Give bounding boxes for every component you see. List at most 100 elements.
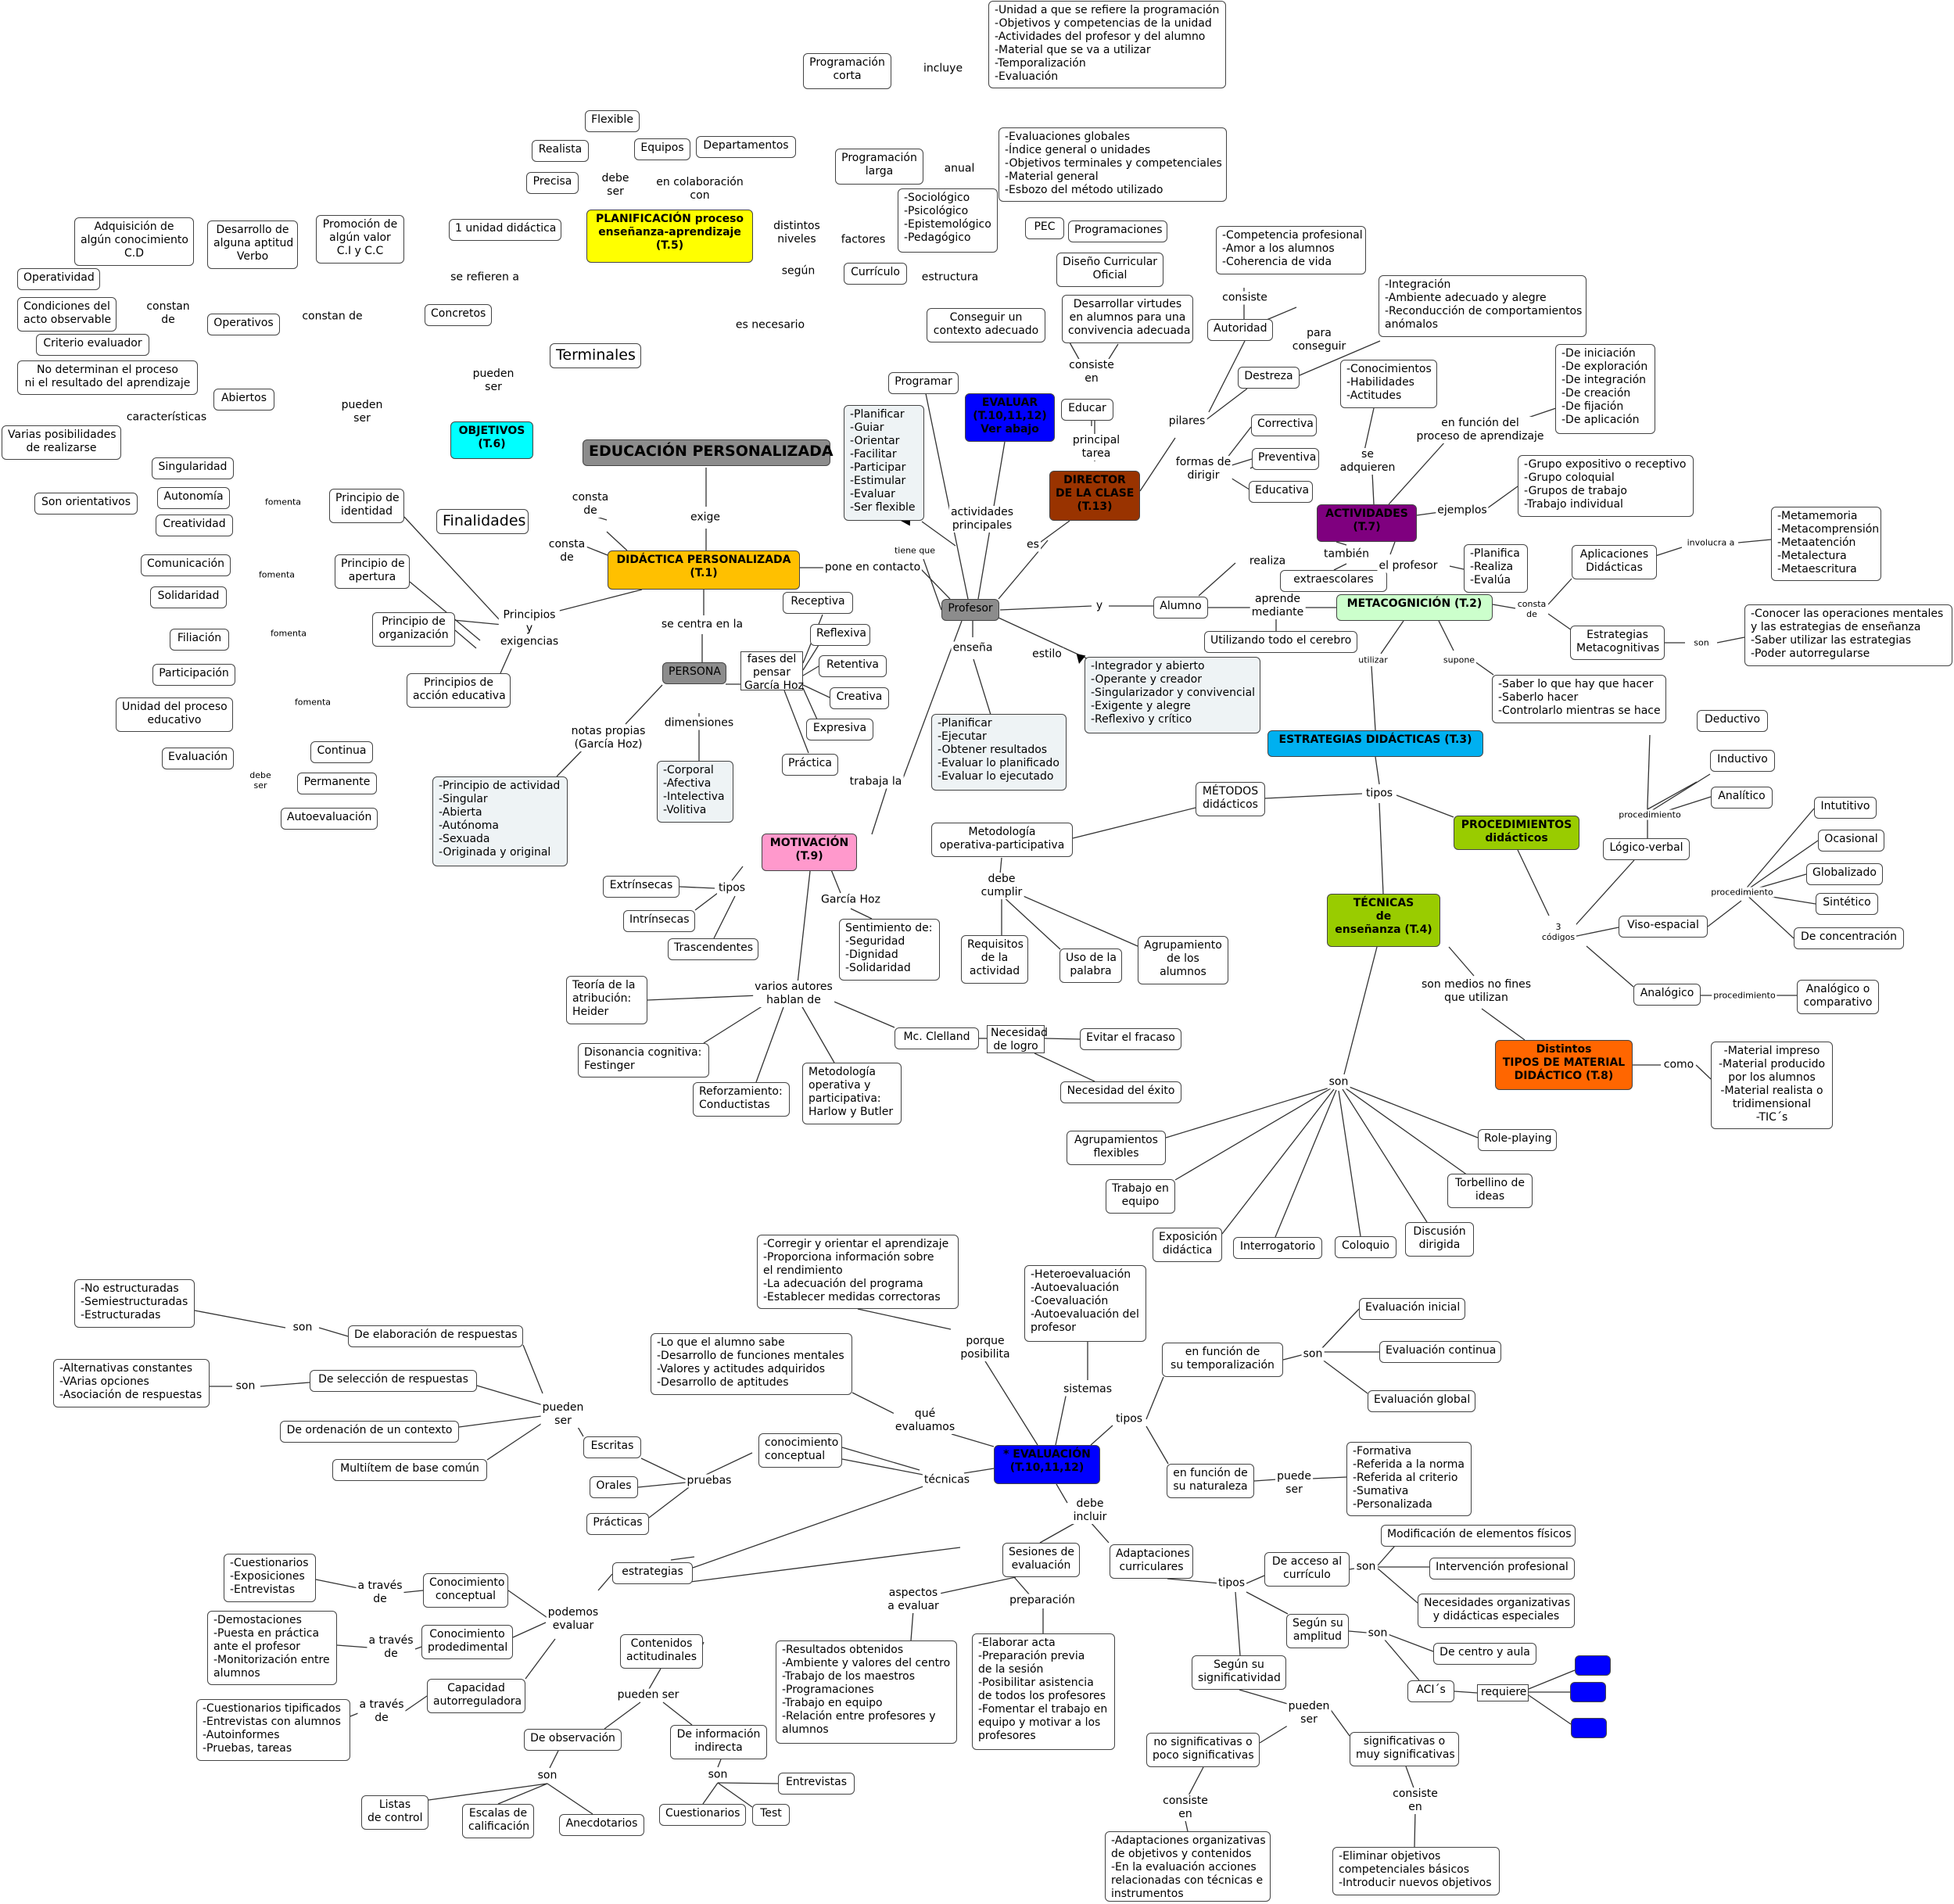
educar-node[interactable]: Educar [1061, 399, 1113, 421]
uso-palabra-node[interactable]: Uso de la palabra [1059, 948, 1122, 983]
eliminar-objetivos-list[interactable]: -Eliminar objetivos competenciales básic… [1332, 1847, 1500, 1895]
terminales-node[interactable]: Terminales [550, 343, 641, 368]
cuestionarios-tipificados-list[interactable]: -Cuestionarios tipificados -Entrevistas … [196, 1699, 350, 1761]
procedimientos-didacticos-node[interactable]: PROCEDIMIENTOS didácticos [1454, 816, 1579, 850]
singularidad-node[interactable]: Singularidad [152, 457, 234, 479]
mcclelland-node[interactable]: Mc. Clelland [895, 1027, 979, 1049]
saberlo-list[interactable]: -Saber lo que hay que hacer -Saberlo hac… [1492, 675, 1666, 723]
creativa-node[interactable]: Creativa [830, 687, 889, 709]
filiacion-node[interactable]: Filiación [170, 629, 229, 651]
expresiva-node[interactable]: Expresiva [806, 719, 873, 740]
educacion-personalizada-node[interactable]: EDUCACIÓN PERSONALIZADA [583, 439, 834, 466]
desarrollar-virtudes-node[interactable]: Desarrollar virtudes en alumnos para una… [1062, 295, 1193, 343]
estilo-list[interactable]: -Integrador y abierto -Operante y creado… [1085, 657, 1260, 733]
practica-node[interactable]: Práctica [782, 754, 838, 776]
elaborar-acta-list[interactable]: -Elaborar acta -Preparación previa de la… [972, 1633, 1115, 1750]
teoria-atribucion-node[interactable]: Teoría de la atribución: Heider [566, 976, 647, 1024]
logico-verbal-node[interactable]: Lógico-verbal [1603, 838, 1690, 860]
trascendentes-node[interactable]: Trascendentes [668, 938, 758, 960]
analogico-node[interactable]: Analógico [1633, 984, 1701, 1006]
fases-pensar-node[interactable]: fases del pensar García Hoz [740, 651, 804, 692]
evaluar-node[interactable]: EVALUAR (T.10,11,12) Ver abajo [965, 393, 1055, 442]
condiciones-node[interactable]: Condiciones del acto observable [17, 297, 117, 332]
destreza-node[interactable]: Destreza [1238, 367, 1300, 389]
conocimiento-conceptual-tecnicas-node[interactable]: conocimiento conceptual [758, 1433, 842, 1468]
motivacion-node[interactable]: MOTIVACIÓN (T.9) [762, 834, 857, 871]
necesidad-logro-node[interactable]: Necesidad de logro [987, 1025, 1048, 1053]
capacidad-autorreguladora-node[interactable]: Capacidad autorreguladora [427, 1679, 525, 1713]
metacognicion-node[interactable]: METACOGNICIÓN (T.2) [1336, 594, 1493, 621]
alternativas-list[interactable]: -Alternativas constantes -VArias opcione… [53, 1359, 210, 1407]
demostraciones-list[interactable]: -Demostaciones -Puesta en práctica ante … [207, 1611, 337, 1685]
alumno-node[interactable]: Alumno [1153, 597, 1208, 619]
entrevistas-node[interactable]: Entrevistas [778, 1773, 855, 1795]
evaluacion-principio-node[interactable]: Evaluación [162, 748, 234, 769]
sentimiento-list[interactable]: Sentimiento de: -Seguridad -Dignidad -So… [839, 919, 940, 981]
comunicacion-node[interactable]: Comunicación [141, 554, 231, 576]
anecdotarios-node[interactable]: Anecdotarios [559, 1814, 644, 1836]
blue-marker-3[interactable] [1571, 1718, 1607, 1738]
de-acceso-node[interactable]: De acceso al currículo [1264, 1552, 1350, 1587]
autonomia-node[interactable]: Autonomía [157, 487, 230, 509]
evaluacion-continua-node[interactable]: Evaluación continua [1379, 1341, 1501, 1363]
tecnicas-ensenanza-node[interactable]: TÉCNICAS de enseñanza (T.4) [1327, 894, 1440, 947]
de-elaboracion-node[interactable]: De elaboración de respuestas [348, 1325, 523, 1347]
reforzamiento-node[interactable]: Reforzamiento: Conductistas [693, 1082, 790, 1117]
precisa-node[interactable]: Precisa [526, 172, 579, 194]
material-list[interactable]: -Material impreso -Material producido po… [1711, 1042, 1833, 1129]
agrupamiento-node[interactable]: Agrupamiento de los alumnos [1138, 936, 1228, 984]
analogico-comparativo-node[interactable]: Analógico o comparativo [1797, 980, 1879, 1014]
dimensiones-list[interactable]: -Corporal -Afectiva -Intelectiva -Voliti… [657, 761, 733, 823]
utilizando-cerebro-node[interactable]: Utilizando todo el cerebro [1204, 631, 1357, 653]
iniciacion-list[interactable]: -De iniciación -De exploración -De integ… [1555, 344, 1655, 434]
preventiva-node[interactable]: Preventiva [1252, 448, 1319, 470]
reflexiva-node[interactable]: Reflexiva [810, 624, 870, 646]
acis-node[interactable]: ACI´s [1407, 1680, 1454, 1702]
heteroevaluacion-list[interactable]: -Heteroevaluación -Autoevaluación -Coeva… [1024, 1265, 1146, 1342]
programacion-larga-node[interactable]: Programación larga [835, 149, 923, 185]
autoridad-node[interactable]: Autoridad [1207, 319, 1273, 341]
lo-alumno-list[interactable]: -Lo que el alumno sabe -Desarrollo de fu… [651, 1333, 852, 1395]
corregir-list[interactable]: -Corregir y orientar el aprendizaje -Pro… [757, 1235, 959, 1309]
exposicion-didactica-node[interactable]: Exposición didáctica [1153, 1228, 1222, 1262]
cuestionarios-list[interactable]: -Cuestionarios -Exposiciones -Entrevista… [224, 1554, 316, 1602]
conocimiento-procedimental-node[interactable]: Conocimiento prodedimental [421, 1625, 513, 1659]
criterio-evaluador-node[interactable]: Criterio evaluador [36, 334, 149, 356]
necesidad-exito-node[interactable]: Necesidad del éxito [1060, 1081, 1181, 1103]
abiertos-node[interactable]: Abiertos [213, 389, 274, 411]
metodologia-harlow-node[interactable]: Metodología operativa y participativa: H… [802, 1063, 902, 1124]
metodos-didacticos-node[interactable]: MÉTODOS didácticos [1196, 782, 1265, 816]
factores-list[interactable]: -Sociológico -Psicológico -Epistemológic… [898, 188, 998, 253]
son-orientativos-node[interactable]: Son orientativos [34, 493, 138, 515]
desarrollo-node[interactable]: Desarrollo de alguna aptitud Verbo [207, 221, 298, 269]
pec-node[interactable]: PEC [1025, 217, 1064, 239]
correctiva-node[interactable]: Correctiva [1251, 414, 1317, 436]
varias-posibilidades-node[interactable]: Varias posibilidades de realizarse [2, 425, 121, 460]
contenidos-actitudinales-node[interactable]: Contenidos actitudinales [620, 1634, 703, 1669]
planifica-realiza-list[interactable]: -Planifica -Realiza -Evalúa [1464, 544, 1528, 593]
metamemoria-list[interactable]: -Metamemoria -Metacomprensión -Metaatenc… [1771, 507, 1881, 581]
requisitos-node[interactable]: Requisitos de la actividad [961, 935, 1028, 984]
orales-node[interactable]: Orales [590, 1476, 638, 1498]
metodologia-node[interactable]: Metodología operativa-participativa [931, 823, 1073, 857]
receptiva-node[interactable]: Receptiva [783, 592, 853, 614]
programacion-larga-list[interactable]: -Evaluaciones globales -Índice general o… [999, 127, 1227, 202]
realista-node[interactable]: Realista [532, 140, 589, 162]
extrinsecas-node[interactable]: Extrínsecas [603, 876, 679, 898]
resultados-list[interactable]: -Resultados obtenidos -Ambiente y valore… [776, 1640, 957, 1744]
competencia-list[interactable]: -Competencia profesional -Amor a los alu… [1216, 226, 1366, 274]
equipos-node[interactable]: Equipos [634, 138, 690, 160]
adaptaciones-curriculares-node[interactable]: Adaptaciones curriculares [1110, 1544, 1193, 1579]
principio-organizacion-node[interactable]: Principio de organización [372, 612, 455, 647]
estrategias-node[interactable]: estrategias [612, 1562, 693, 1584]
conocimiento-conceptual-node[interactable]: Conocimiento conceptual [423, 1573, 508, 1608]
deductivo-node[interactable]: Deductivo [1697, 710, 1768, 732]
intrinsecas-node[interactable]: Intrínsecas [623, 910, 695, 932]
formativa-list[interactable]: -Formativa -Referida a la norma -Referid… [1346, 1442, 1472, 1516]
no-determinan-node[interactable]: No determinan el proceso ni el resultado… [17, 360, 198, 395]
blue-marker-2[interactable] [1570, 1682, 1606, 1702]
didactica-personalizada-node[interactable]: DIDÁCTICA PERSONALIZADA (T.1) [608, 550, 800, 590]
principio-identidad-node[interactable]: Principio de identidad [329, 489, 404, 523]
analitico-node[interactable]: Analítico [1711, 787, 1773, 809]
diseno-curricular-node[interactable]: Diseño Curricular Oficial [1056, 253, 1163, 287]
